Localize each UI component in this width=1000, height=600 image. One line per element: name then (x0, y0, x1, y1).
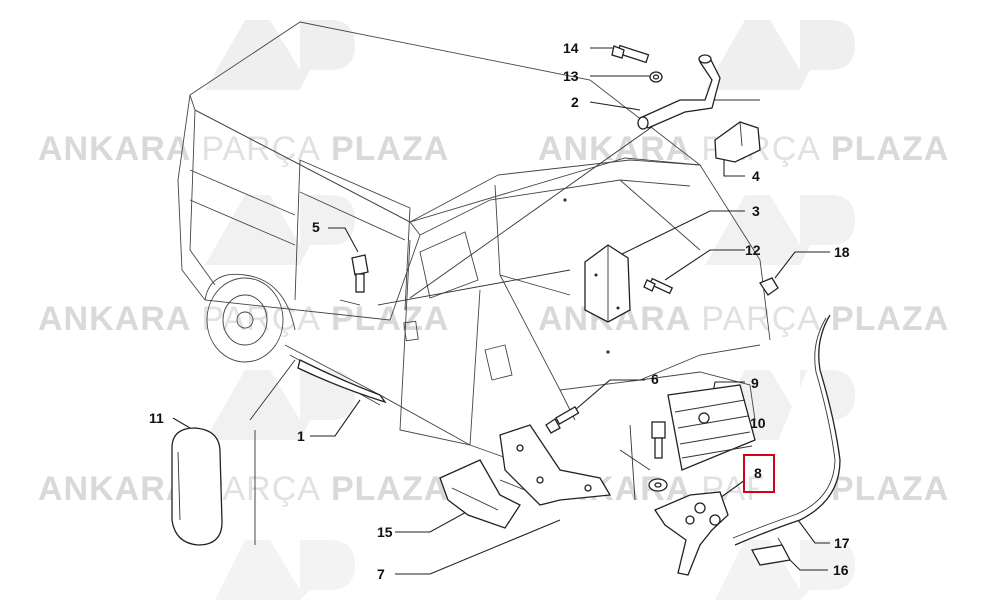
callout-9[interactable]: 9 (751, 375, 759, 391)
washer-part-13 (649, 71, 663, 83)
cover-part-4 (714, 121, 761, 163)
callout-10[interactable]: 10 (750, 415, 766, 431)
callout-5[interactable]: 5 (312, 219, 320, 235)
watermark-logo (705, 195, 855, 265)
callout-11[interactable]: 11 (149, 410, 164, 426)
watermark-logo (705, 20, 855, 90)
cable-part-17 (732, 314, 841, 546)
callout-17[interactable]: 17 (834, 535, 850, 551)
callout-3[interactable]: 3 (752, 203, 760, 219)
block-part-3 (584, 244, 631, 323)
grille-part (667, 384, 756, 471)
lock-part-8 (654, 491, 729, 576)
callout-8[interactable]: 8 (754, 465, 762, 481)
watermark-logo (215, 540, 355, 600)
highlight-box (743, 454, 775, 493)
van-illustration (177, 21, 771, 471)
watermark-logo (205, 370, 355, 440)
bolt-part-14 (611, 44, 650, 64)
tube-part-2 (637, 54, 721, 130)
callout-6[interactable]: 6 (651, 371, 659, 387)
callout-4[interactable]: 4 (752, 168, 760, 184)
watermark-logo-group (205, 20, 855, 600)
callout-14[interactable]: 14 (563, 40, 579, 56)
watermark-logo (715, 540, 855, 600)
callout-16[interactable]: 16 (833, 562, 849, 578)
cover-part-11 (171, 427, 223, 546)
callout-13[interactable]: 13 (563, 68, 579, 84)
callout-18[interactable]: 18 (834, 244, 850, 260)
callout-7[interactable]: 7 (377, 566, 385, 582)
callout-2[interactable]: 2 (571, 94, 579, 110)
callout-12[interactable]: 12 (745, 242, 761, 258)
washer-part-10 (648, 478, 668, 492)
hinge-part-7 (499, 424, 612, 506)
screw-part-5 (339, 254, 369, 306)
watermark-logo (205, 20, 355, 90)
watermark-logo (205, 195, 355, 265)
bolt-part-6 (545, 406, 580, 434)
clip-part-18 (759, 277, 779, 296)
callout-15[interactable]: 15 (377, 524, 393, 540)
leader-lines (172, 47, 830, 575)
callout-1[interactable]: 1 (297, 428, 305, 444)
callout-labels: 14 13 2 4 3 12 18 5 6 9 10 8 11 1 15 7 1… (149, 40, 850, 582)
bracket-part-15 (439, 459, 521, 529)
bolt-part-9 (651, 421, 666, 459)
seal-strip-part-1 (297, 359, 387, 404)
bolt-part-12 (643, 277, 674, 295)
clip-part-16 (751, 537, 791, 566)
